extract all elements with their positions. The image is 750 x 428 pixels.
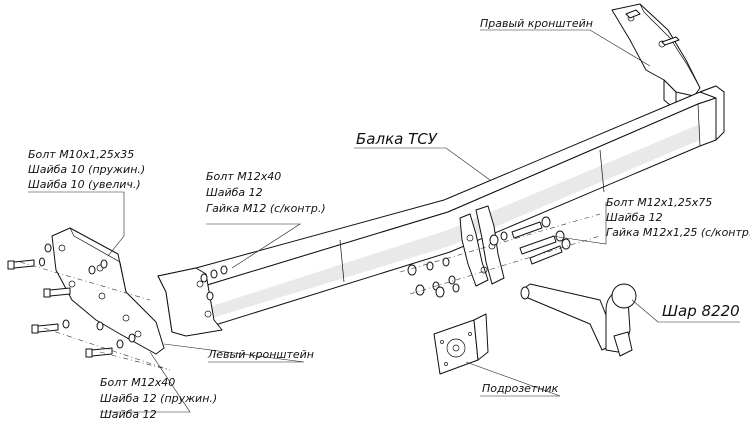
label-left-bracket: Левый кронштейн	[207, 348, 314, 361]
label-right-bracket: Правый кронштейн	[480, 17, 593, 30]
label-right-bolts-1: Болт М12х1,25х75	[606, 196, 712, 209]
label-center-bolts-3: Гайка М12 (с/контр.)	[206, 202, 326, 215]
label-left-bolts-bottom-3: Шайба 12	[100, 408, 157, 421]
left-bracket	[51, 227, 165, 355]
label-right-bolts-3: Гайка М12х1,25 (с/контр.)	[606, 226, 750, 239]
label-left-bolts-bottom-2: Шайба 12 (пружин.)	[100, 392, 217, 405]
label-ball: Шар 8220	[662, 302, 740, 320]
label-left-bolts-top-3: Шайба 10 (увелич.)	[28, 178, 141, 191]
center-fasteners	[200, 265, 228, 301]
left-fasteners	[7, 243, 171, 371]
right-bracket	[611, 3, 701, 111]
label-left-bolts-top-1: Болт М10х1,25х35	[28, 148, 134, 161]
hitch-plates	[459, 205, 505, 287]
label-beam: Балка ТСУ	[356, 130, 438, 148]
hitch-fasteners	[399, 213, 601, 298]
label-left-bolts-bottom-1: Болт М12х40	[100, 376, 175, 389]
label-center-bolts-1: Болт М12х40	[206, 170, 281, 183]
leader-lines	[28, 29, 740, 413]
socket-plate	[433, 313, 489, 375]
label-center-bolts-2: Шайба 12	[206, 186, 263, 199]
label-left-bolts-top-2: Шайба 10 (пружин.)	[28, 163, 145, 176]
towbar-beam	[157, 85, 725, 337]
label-right-bolts-2: Шайба 12	[606, 211, 663, 224]
tow-ball	[520, 283, 637, 357]
label-socket-plate: Подрозетник	[482, 382, 559, 395]
